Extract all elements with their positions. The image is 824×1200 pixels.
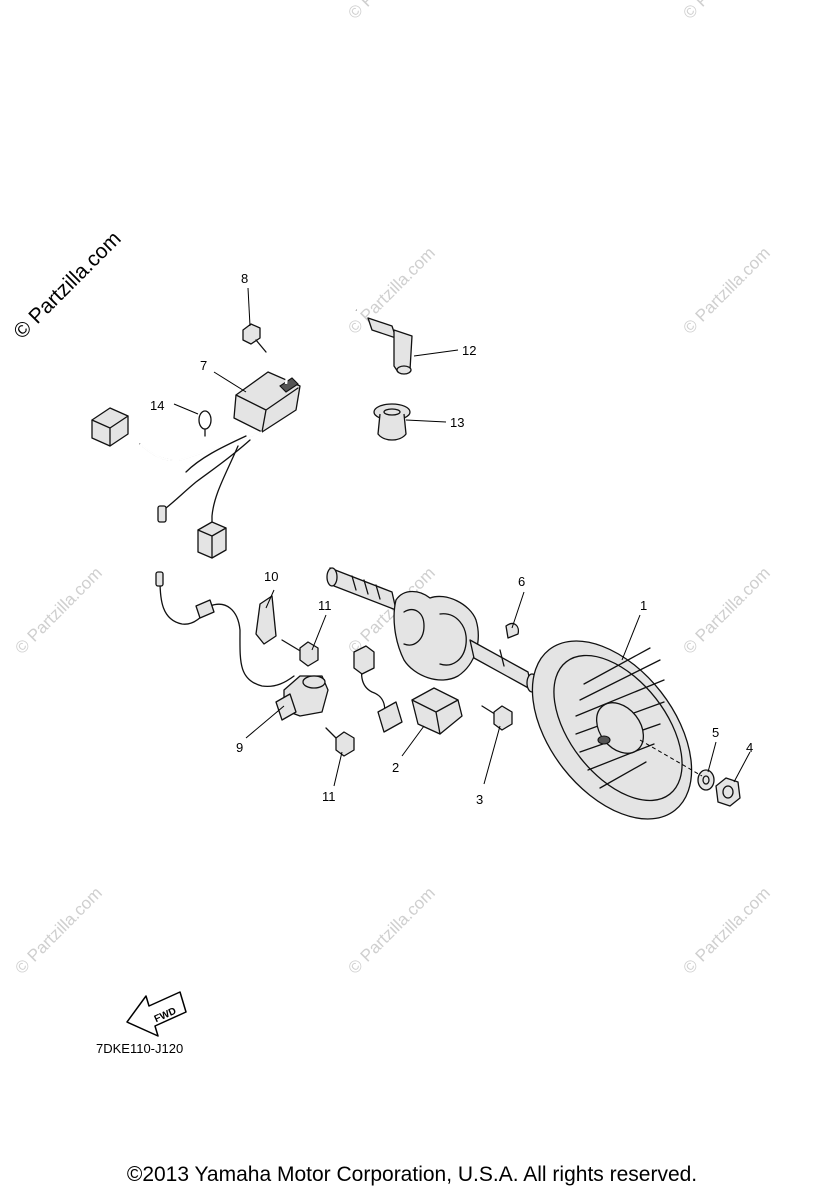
callout-9: 9 xyxy=(236,740,243,755)
callout-4: 4 xyxy=(746,740,753,755)
cdi-unit-harness xyxy=(91,289,357,559)
watermark: © Partzilla.com xyxy=(344,883,438,977)
flywheel-rotor xyxy=(531,640,693,820)
bolt-upper xyxy=(281,639,319,667)
callout-6: 6 xyxy=(518,574,525,589)
woodruff-key xyxy=(505,622,520,639)
nut xyxy=(715,777,741,807)
callout-1: 1 xyxy=(640,598,647,613)
watermark: © Partzilla.com xyxy=(11,883,105,977)
bolt-pulser xyxy=(481,705,513,731)
pulser-coil xyxy=(353,645,463,735)
callout-3: 3 xyxy=(476,792,483,807)
fwd-arrow-icon: FWD xyxy=(126,991,187,1037)
watermark: © Partzilla.com xyxy=(679,0,773,23)
cable-band xyxy=(198,410,212,437)
watermark: © Partzilla.com xyxy=(344,0,438,23)
grommet xyxy=(373,403,411,441)
callout-11-lower: 11 xyxy=(322,789,336,804)
watermark: © Partzilla.com xyxy=(679,883,773,977)
watermark: © Partzilla.com xyxy=(344,243,438,337)
bolt-cdi xyxy=(242,323,267,353)
watermark: © Partzilla.com xyxy=(679,243,773,337)
callout-2: 2 xyxy=(392,760,399,775)
callout-12: 12 xyxy=(462,343,476,358)
pickup-coil xyxy=(155,571,329,721)
callout-7: 7 xyxy=(200,358,207,373)
copyright-notice: ©2013 Yamaha Motor Corporation, U.S.A. A… xyxy=(126,1163,698,1186)
callout-13: 13 xyxy=(450,415,464,430)
watermark: © Partzilla.com xyxy=(679,563,773,657)
washer xyxy=(697,769,715,791)
callout-8: 8 xyxy=(241,271,248,286)
callouts: 8 7 14 12 13 10 11 9 11 6 1 2 3 5 4 xyxy=(150,271,753,807)
callout-5: 5 xyxy=(712,725,719,740)
watermark: © Partzilla.com xyxy=(11,563,105,657)
watermark-main: © Partzilla.com xyxy=(9,227,125,343)
diagram-code: 7DKE110-J120 xyxy=(96,1041,184,1056)
callout-10: 10 xyxy=(264,569,278,584)
assembly-axis-line xyxy=(639,739,703,777)
lead-clamp xyxy=(255,595,277,645)
callout-14: 14 xyxy=(150,398,164,413)
callout-11-upper: 11 xyxy=(318,598,332,613)
spark-plug-cap xyxy=(367,317,413,375)
bolt-lower xyxy=(325,727,355,757)
leader-lines xyxy=(173,287,751,787)
watermarks: © Partzilla.com © Partzilla.com © Partzi… xyxy=(9,0,774,978)
